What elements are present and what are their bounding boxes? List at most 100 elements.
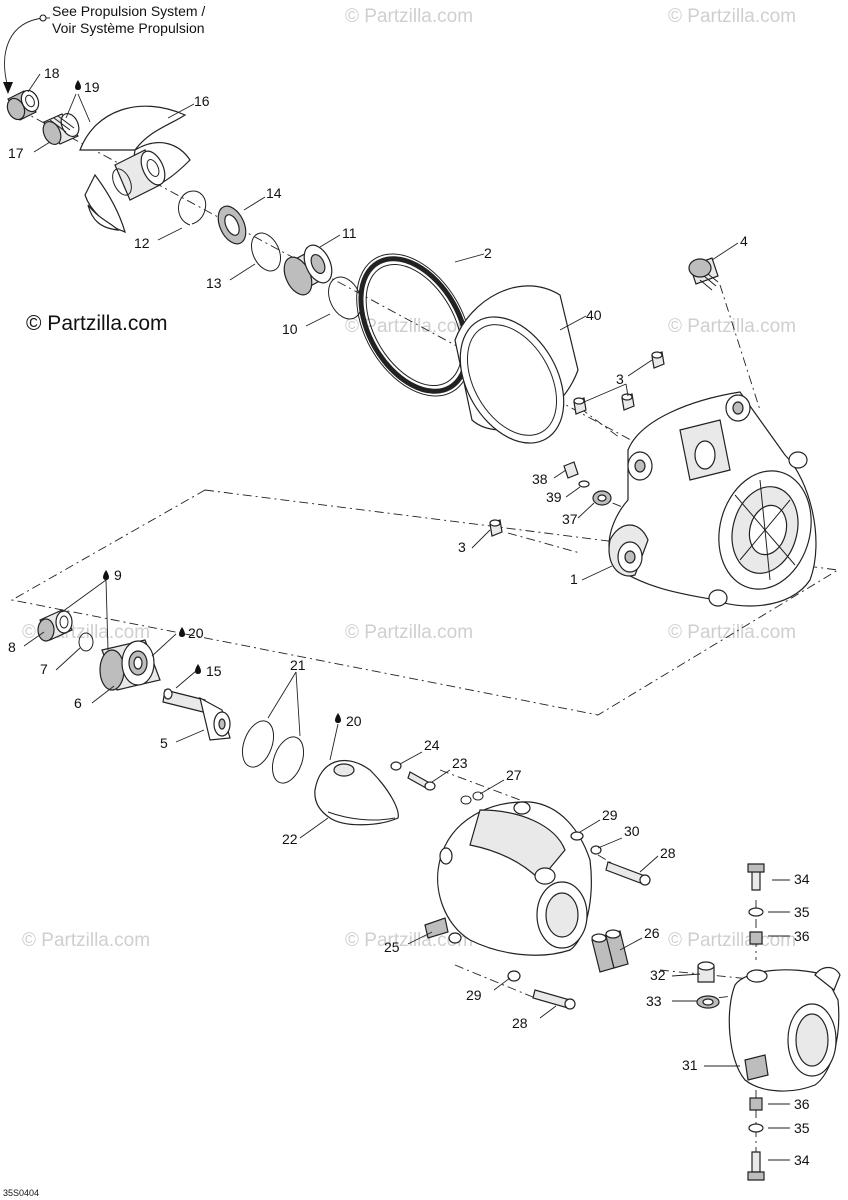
oil-drop-icon xyxy=(179,627,185,637)
part-13-o-ring xyxy=(250,232,282,272)
part-16-impeller xyxy=(79,105,191,233)
callout-30: 30 xyxy=(624,823,640,839)
callout-24: 24 xyxy=(424,737,440,753)
callout-28: 28 xyxy=(512,1015,528,1031)
oil-drop-icons xyxy=(75,80,341,723)
part-31-nozzle xyxy=(728,966,841,1092)
callout-37: 37 xyxy=(562,511,578,527)
callout-36: 36 xyxy=(794,1096,810,1112)
watermark: © Partzilla.com xyxy=(345,930,473,951)
watermark: © Partzilla.com xyxy=(22,930,150,951)
part-7-ring xyxy=(78,632,94,652)
callout-3: 3 xyxy=(458,539,466,555)
part-6-bearing xyxy=(99,639,161,691)
part-17-sleeve xyxy=(42,113,80,145)
callout-4: 4 xyxy=(740,233,748,249)
callout-35: 35 xyxy=(794,904,810,920)
callout-16: 16 xyxy=(194,93,210,109)
watermark: © Partzilla.com xyxy=(345,6,473,27)
callout-38: 38 xyxy=(532,471,548,487)
watermark: © Partzilla.com xyxy=(668,930,796,951)
callout-36: 36 xyxy=(794,928,810,944)
callout-27: 27 xyxy=(506,767,522,783)
callout-40: 40 xyxy=(586,307,602,323)
part-29-30-28-upper xyxy=(570,831,651,886)
part-2-wear-ring xyxy=(356,253,472,397)
oil-drop-icon xyxy=(103,570,109,580)
part-26-sleeves xyxy=(591,929,629,973)
callout-20: 20 xyxy=(188,625,204,641)
part-40-liner xyxy=(454,285,579,444)
callout-11: 11 xyxy=(342,225,357,241)
oil-drop-icon xyxy=(195,664,201,674)
callout-6: 6 xyxy=(74,695,82,711)
callout-8: 8 xyxy=(8,639,16,655)
callout-3: 3 xyxy=(616,371,624,387)
callout-20: 20 xyxy=(346,713,362,729)
part-32-33-bushings xyxy=(696,961,720,1009)
callout-29: 29 xyxy=(466,987,482,1003)
part-3-studs xyxy=(489,351,665,537)
part-18-bushing xyxy=(6,89,40,121)
callout-32: 32 xyxy=(650,967,666,983)
callout-21: 21 xyxy=(290,657,306,673)
see-propulsion-note: See Propulsion System / Voir Système Pro… xyxy=(3,3,205,94)
part-8-cap xyxy=(37,609,73,642)
callout-33: 33 xyxy=(646,993,662,1009)
leader-lines xyxy=(23,73,790,1161)
part-38-39-37-hardware xyxy=(563,461,612,506)
diagram-code: 35S0404 xyxy=(3,1188,39,1198)
watermark: © Partzilla.com xyxy=(668,6,796,27)
watermark: © Partzilla.com xyxy=(345,316,473,337)
part-venturi-housing xyxy=(424,801,592,956)
callout-29: 29 xyxy=(602,807,618,823)
brand-text: © Partzilla.com xyxy=(26,312,168,335)
callout-12: 12 xyxy=(134,235,150,251)
callout-19: 19 xyxy=(84,79,100,95)
part-1-pump-housing xyxy=(608,391,817,607)
callout-22: 22 xyxy=(282,831,298,847)
callout-labels: 18 19 16 17 14 12 11 13 2 4 40 10 3 38 3… xyxy=(8,65,810,1168)
watermark: © Partzilla.com xyxy=(668,316,796,337)
callout-28: 28 xyxy=(660,845,676,861)
callout-39: 39 xyxy=(546,489,562,505)
callout-10: 10 xyxy=(282,321,298,337)
callout-31: 31 xyxy=(682,1057,698,1073)
callout-7: 7 xyxy=(40,661,48,677)
callout-18: 18 xyxy=(44,65,60,81)
part-22-cone xyxy=(314,760,399,826)
part-5-shaft xyxy=(162,688,231,741)
part-24-23-fasteners xyxy=(390,761,436,791)
callout-13: 13 xyxy=(206,275,222,291)
callout-5: 5 xyxy=(160,735,168,751)
part-29-28-lower xyxy=(507,970,576,1010)
callout-14: 14 xyxy=(266,185,282,201)
part-4-plug xyxy=(688,257,719,291)
part-21-o-rings xyxy=(241,720,305,784)
part-34-35-36-bottom xyxy=(747,1097,765,1181)
callout-9: 9 xyxy=(114,567,122,583)
part-14-washer xyxy=(217,205,247,245)
part-11-bearing xyxy=(283,244,333,296)
callout-26: 26 xyxy=(644,925,660,941)
part-12-circlip xyxy=(178,190,207,226)
callout-34: 34 xyxy=(794,1152,810,1168)
watermark: © Partzilla.com xyxy=(668,622,796,643)
part-27-rings xyxy=(460,791,484,805)
watermarks: © Partzilla.com © Partzilla.com © Partzi… xyxy=(22,6,796,951)
watermark: © Partzilla.com xyxy=(345,622,473,643)
part-34-35-36-top xyxy=(747,863,765,945)
callout-15: 15 xyxy=(206,663,222,679)
callout-34: 34 xyxy=(794,871,810,887)
note-line-2: Voir Système Propulsion xyxy=(52,20,205,36)
callout-2: 2 xyxy=(484,245,492,261)
oil-drop-icon xyxy=(75,80,81,90)
oil-drop-icon xyxy=(335,713,341,723)
callout-17: 17 xyxy=(8,145,24,161)
part-10-o-ring xyxy=(328,276,362,320)
callout-25: 25 xyxy=(384,939,400,955)
callout-35: 35 xyxy=(794,1120,810,1136)
callout-1: 1 xyxy=(570,571,578,587)
